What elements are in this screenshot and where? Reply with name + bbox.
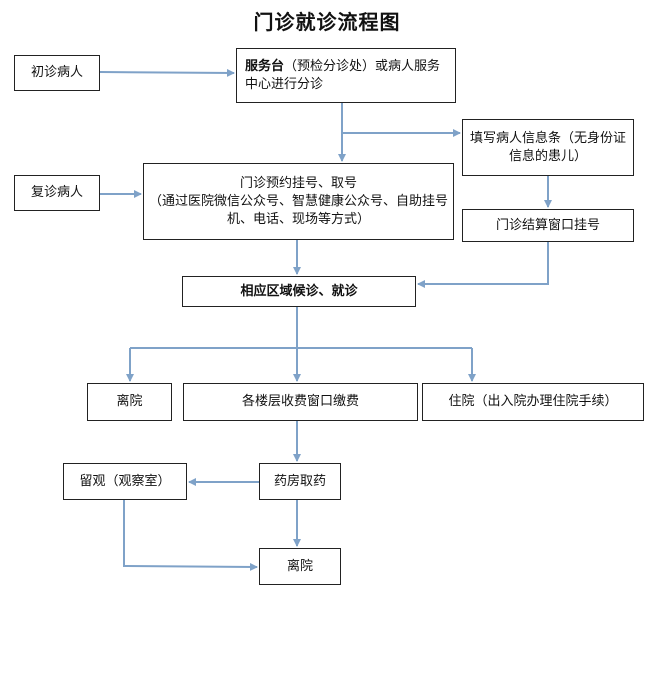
service-desk-bold-label: 服务台 <box>245 58 285 74</box>
first-visit-label: 初诊病人 <box>30 65 83 80</box>
arrow-observation-to-leave <box>123 500 258 571</box>
pharmacy-node: 药房取药 <box>259 463 341 500</box>
first-visit-node: 初诊病人 <box>14 55 100 91</box>
return-visit-label: 复诊病人 <box>30 185 83 200</box>
fill-form-label: 填写病人信息条（无身份证信息的患儿） <box>469 130 626 164</box>
leave-hospital-node-1: 离院 <box>87 383 172 421</box>
service-desk-node: 服务台（预检分诊处）或病人服务中心进行分诊 <box>236 48 456 103</box>
observation-label: 留观（观察室） <box>79 473 171 489</box>
service-desk-label: 服务台（预检分诊处）或病人服务中心进行分诊 <box>245 58 451 94</box>
arrow-settlement-to-waiting <box>417 242 549 288</box>
appointment-line1: 门诊预约挂号、取号 <box>239 175 357 191</box>
return-visit-node: 复诊病人 <box>14 175 100 211</box>
inpatient-label: 住院（出入院办理住院手续） <box>448 394 618 409</box>
pay-fee-label: 各楼层收费窗口缴费 <box>241 394 359 409</box>
arrow-first-to-service <box>99 68 235 77</box>
pay-fee-node: 各楼层收费窗口缴费 <box>183 383 418 421</box>
leave-hospital-label-2: 离院 <box>286 558 313 574</box>
leave-hospital-node-2: 离院 <box>259 548 341 585</box>
appointment-line2: （通过医院微信公众号、智慧健康公众号、自助挂号机、电话、现场等方式） <box>148 193 448 227</box>
observation-node: 留观（观察室） <box>63 463 187 500</box>
waiting-area-label: 相应区域候诊、就诊 <box>240 283 358 299</box>
inpatient-node: 住院（出入院办理住院手续） <box>422 383 644 421</box>
pharmacy-label: 药房取药 <box>273 473 326 489</box>
diagram-title: 门诊就诊流程图 <box>253 10 401 34</box>
fill-form-node: 填写病人信息条（无身份证信息的患儿） <box>462 119 634 176</box>
settlement-window-label: 门诊结算窗口挂号 <box>495 217 600 233</box>
settlement-window-node: 门诊结算窗口挂号 <box>462 209 634 242</box>
waiting-area-node: 相应区域候诊、就诊 <box>182 276 416 307</box>
service-desk-rest-label: （预检分诊处）或病人服务中心进行分诊 <box>245 58 441 92</box>
appointment-node: 门诊预约挂号、取号 （通过医院微信公众号、智慧健康公众号、自助挂号机、电话、现场… <box>143 163 454 240</box>
leave-hospital-label-1: 离院 <box>116 394 143 409</box>
